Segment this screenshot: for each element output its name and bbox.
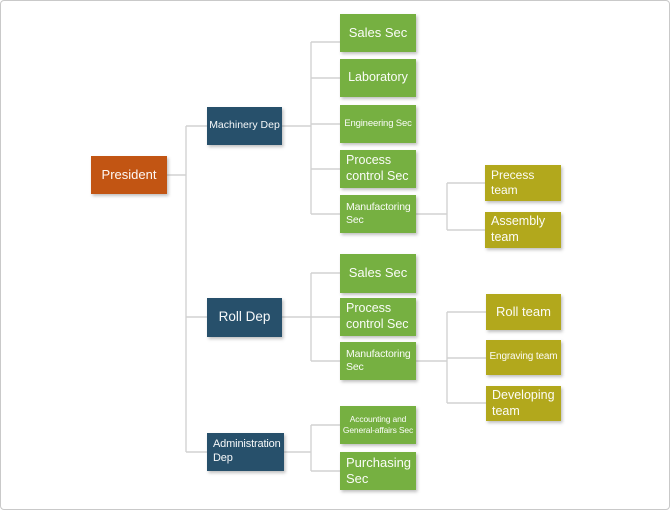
node-label: Laboratory bbox=[348, 70, 408, 85]
node-accounting-general-affairs-sec[interactable]: Accounting and General-affairs Sec bbox=[340, 406, 416, 444]
node-sales-sec-machinery[interactable]: Sales Sec bbox=[340, 14, 416, 52]
node-process-control-sec-machinery[interactable]: Process control Sec bbox=[340, 150, 416, 188]
node-laboratory[interactable]: Laboratory bbox=[340, 59, 416, 97]
node-label: Engraving team bbox=[489, 351, 558, 363]
node-purchasing-sec[interactable]: Purchasing Sec bbox=[340, 452, 416, 490]
node-precess-team[interactable]: Precess team bbox=[485, 165, 561, 201]
node-label: Process control Sec bbox=[346, 153, 409, 183]
node-roll-dep[interactable]: Roll Dep bbox=[207, 298, 282, 337]
node-label: Assembly team bbox=[491, 214, 546, 244]
node-label: President bbox=[101, 166, 157, 182]
node-manufactoring-sec-machinery[interactable]: Manufactoring Sec bbox=[340, 195, 416, 233]
node-label: Precess team bbox=[491, 168, 535, 197]
node-sales-sec-roll[interactable]: Sales Sec bbox=[340, 254, 416, 293]
node-label: Developing team bbox=[492, 387, 555, 418]
node-label: Administration Dep bbox=[213, 438, 281, 464]
connector-roll-sections bbox=[282, 272, 340, 362]
node-label: Machinery Dep bbox=[209, 119, 280, 132]
node-label: Accounting and General-affairs Sec bbox=[342, 414, 414, 435]
node-label: Roll team bbox=[496, 303, 551, 319]
node-assembly-team[interactable]: Assembly team bbox=[485, 212, 561, 248]
connector-president-to-departments bbox=[167, 125, 207, 453]
connector-roll-manufactoring-teams bbox=[416, 311, 486, 404]
node-process-control-sec-roll[interactable]: Process control Sec bbox=[340, 298, 416, 336]
connector-machinery-sections bbox=[282, 41, 340, 215]
node-president[interactable]: President bbox=[91, 156, 167, 194]
node-label: Roll Dep bbox=[218, 309, 271, 325]
node-manufactoring-sec-roll[interactable]: Manufactoring Sec bbox=[340, 342, 416, 380]
connector-machinery-manufactoring-teams bbox=[416, 182, 485, 231]
node-label: Process control Sec bbox=[346, 301, 409, 331]
connector-administration-sections bbox=[284, 424, 340, 472]
node-label: Sales Sec bbox=[348, 24, 408, 40]
node-roll-team[interactable]: Roll team bbox=[486, 294, 561, 330]
node-label: Manufactoring Sec bbox=[346, 347, 411, 373]
node-machinery-dep[interactable]: Machinery Dep bbox=[207, 107, 282, 145]
node-label: Engineering Sec bbox=[344, 118, 412, 130]
node-engraving-team[interactable]: Engraving team bbox=[486, 340, 561, 375]
node-label: Purchasing Sec bbox=[346, 454, 412, 486]
node-label: Manufactoring Sec bbox=[346, 200, 411, 226]
node-administration-dep[interactable]: Administration Dep bbox=[207, 433, 284, 471]
node-developing-team[interactable]: Developing team bbox=[486, 386, 561, 421]
node-label: Sales Sec bbox=[348, 265, 408, 281]
node-engineering-sec[interactable]: Engineering Sec bbox=[340, 105, 416, 143]
